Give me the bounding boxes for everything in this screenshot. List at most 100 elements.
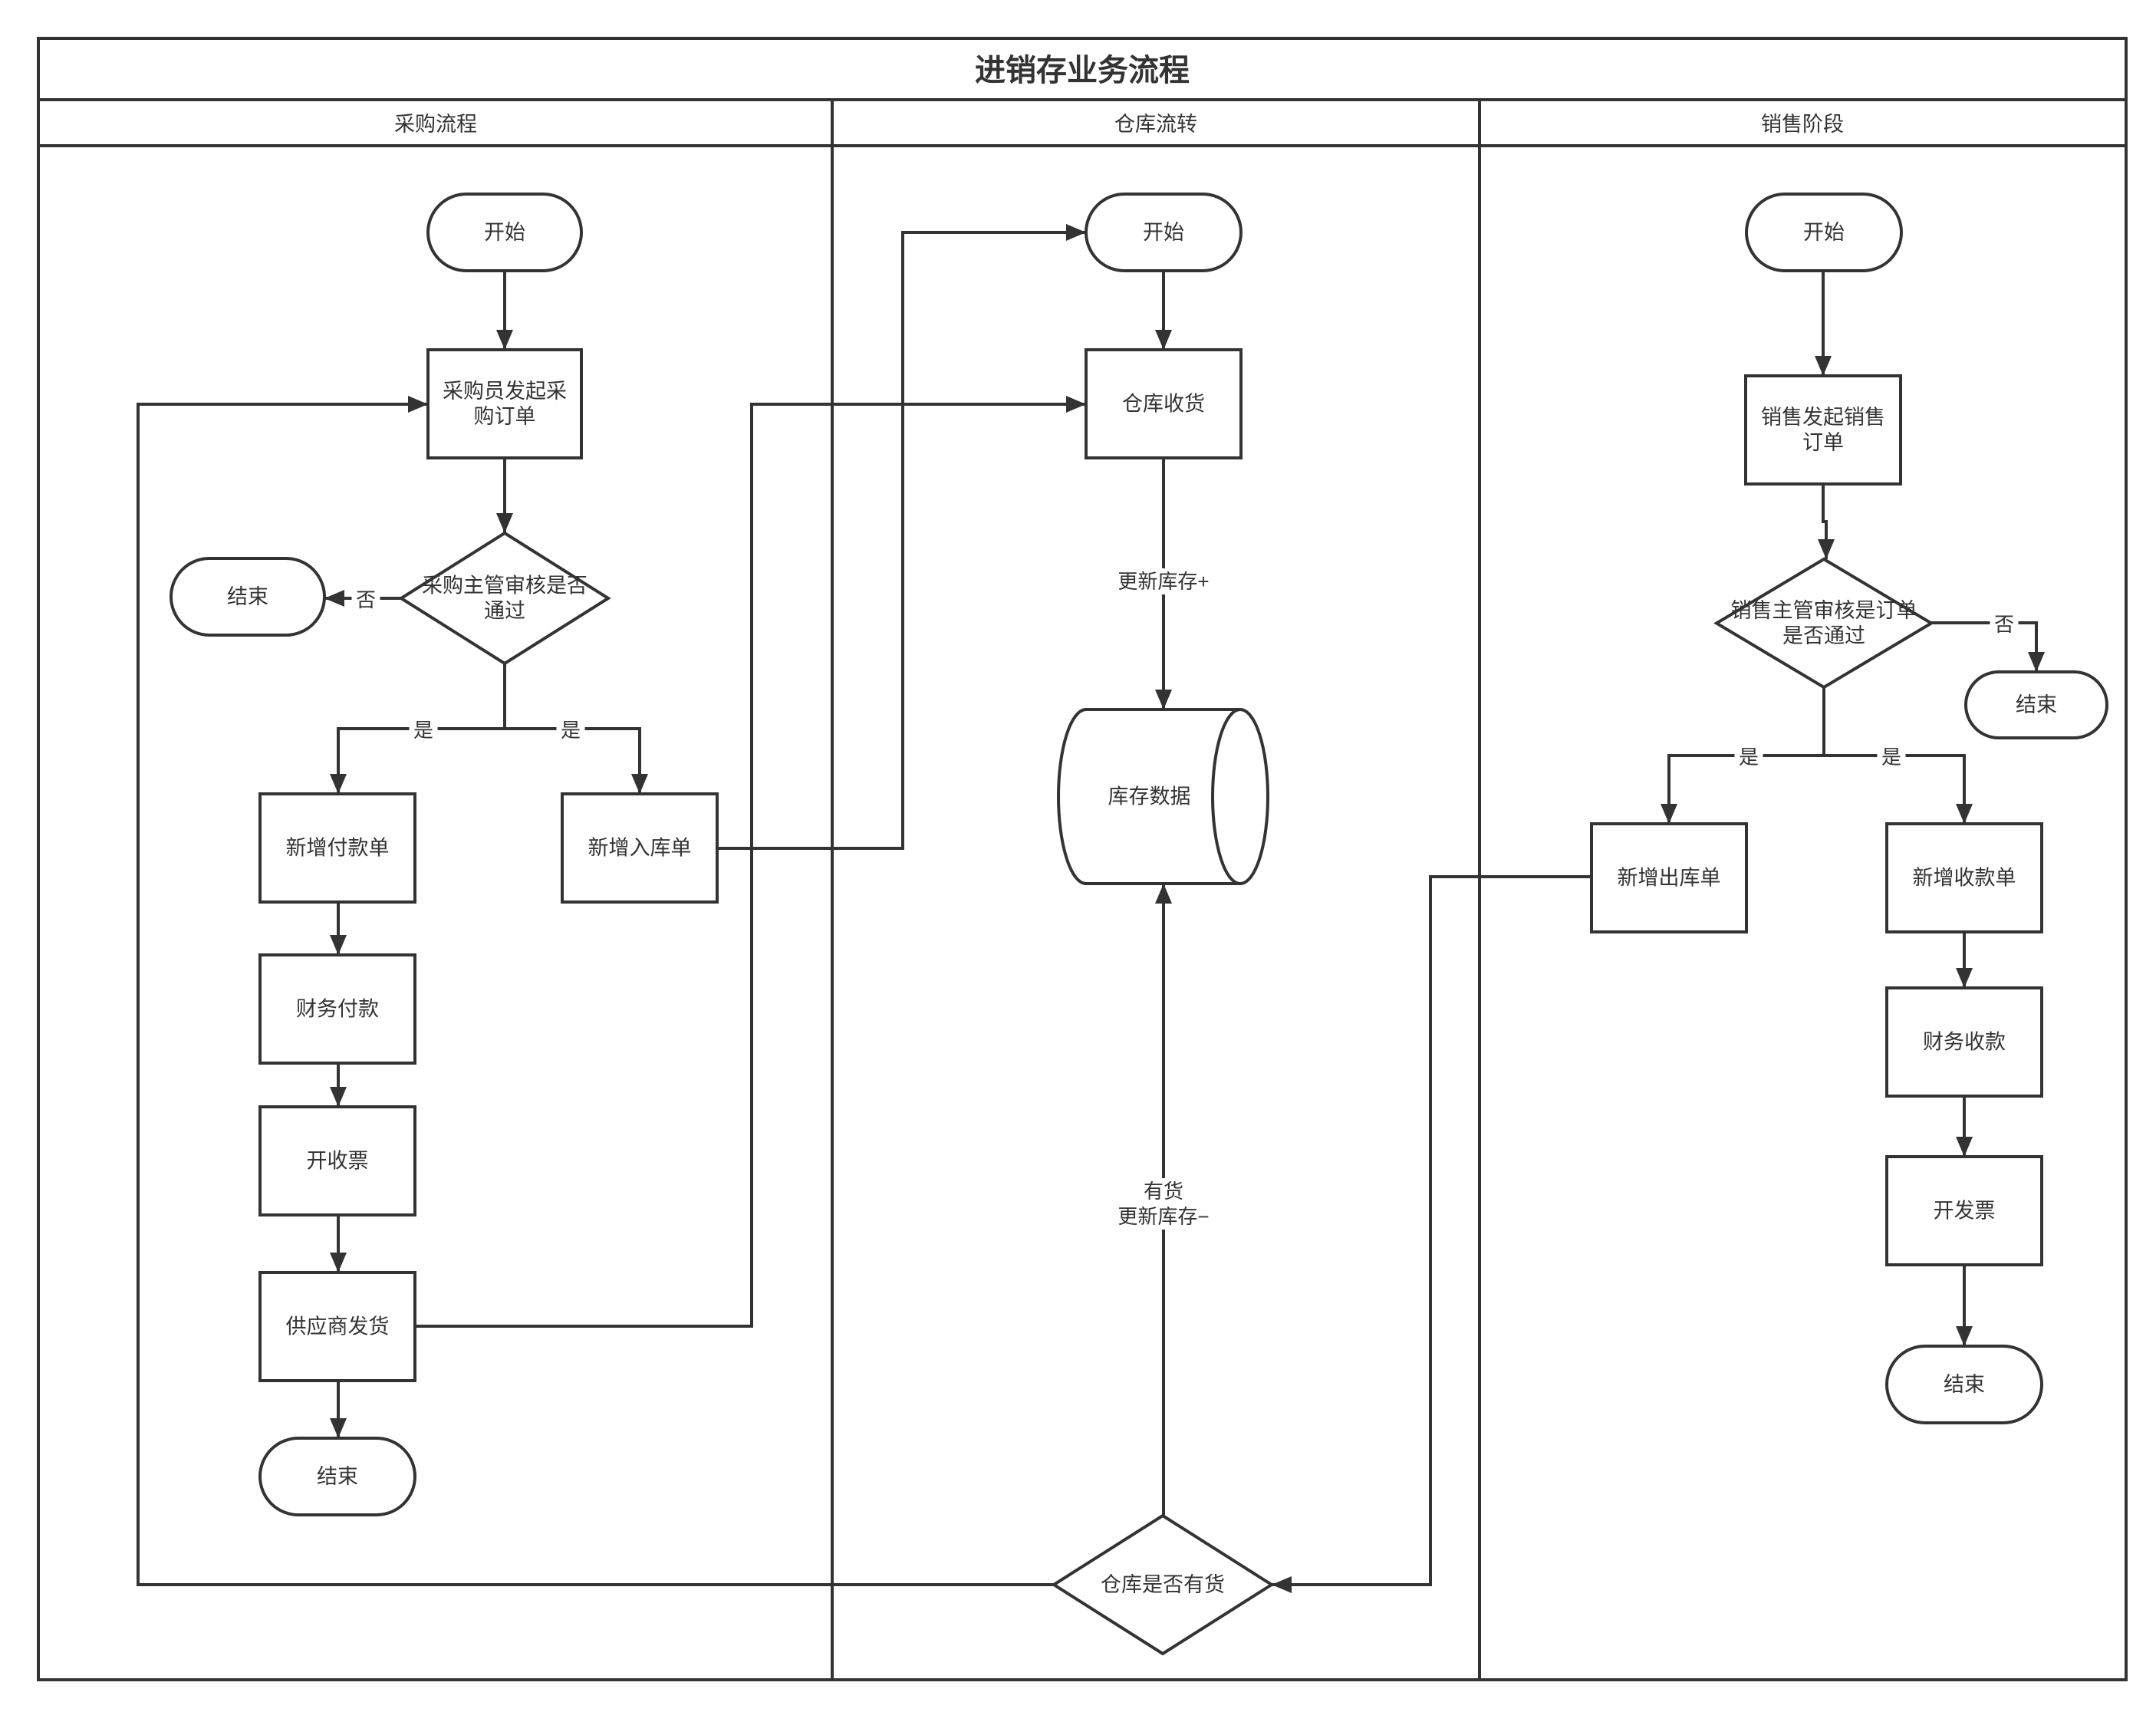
node-shape-terminal xyxy=(258,1437,416,1516)
node-w-check[interactable]: 仓库是否有货 xyxy=(1051,1513,1275,1656)
node-label: 通过 xyxy=(484,600,525,623)
node-label: 新增出库单 xyxy=(1618,867,1721,890)
node-s-finance-collect[interactable]: 财务收款 xyxy=(1885,986,2043,1098)
node-label: 开始 xyxy=(1143,221,1184,244)
edge-label: 有货 xyxy=(1144,1180,1183,1203)
node-p-inbound-bill[interactable]: 新增入库单 xyxy=(561,792,719,904)
arrowhead xyxy=(496,513,513,533)
node-s-outbound[interactable]: 新增出库单 xyxy=(1590,822,1748,933)
node-shape-terminal xyxy=(426,193,583,272)
node-label: 结束 xyxy=(317,1465,358,1488)
node-shape-process xyxy=(258,1271,416,1382)
node-label: 销售发起销售 xyxy=(1761,406,1885,429)
node-shape-process xyxy=(1885,822,2043,933)
arrowhead xyxy=(1956,968,1973,988)
node-label: 供应商发货 xyxy=(286,1315,390,1338)
node-shape-process xyxy=(1590,822,1748,933)
arrowhead xyxy=(1066,224,1086,241)
arrowhead xyxy=(330,1253,347,1272)
node-shape-decision xyxy=(398,531,611,666)
edge-label: 是 xyxy=(1739,746,1759,769)
edge-label-background xyxy=(1877,744,1906,770)
node-label: 销售主管审核是订单 xyxy=(1731,599,1917,622)
node-p-payment-bill[interactable]: 新增付款单 xyxy=(258,792,416,904)
arrowhead xyxy=(1818,539,1835,559)
node-s-start[interactable]: 开始 xyxy=(1745,193,1903,272)
edge-s-review-to-s-end-reject xyxy=(1931,621,2038,672)
node-label: 库存数据 xyxy=(1108,785,1191,808)
arrowhead xyxy=(330,935,347,955)
arrowhead xyxy=(1956,804,1973,824)
edge-w-check-to-p-order xyxy=(137,403,1054,1586)
node-label: 财务收款 xyxy=(1923,1031,2006,1054)
node-p-ship[interactable]: 供应商发货 xyxy=(258,1271,416,1382)
node-label: 新增入库单 xyxy=(588,837,692,860)
node-label: 开始 xyxy=(484,221,525,244)
nodes-layer: 开始采购员发起采购订单采购主管审核是否通过结束新增付款单新增入库单财务付款开收票… xyxy=(170,193,2108,1656)
edge-label-background xyxy=(1734,744,1763,770)
edge-label-background xyxy=(1108,568,1220,594)
edge-label: 是 xyxy=(1881,746,1901,769)
edge-label: 否 xyxy=(1994,613,2014,636)
node-s-end-reject[interactable]: 结束 xyxy=(1964,670,2108,739)
edge-label-background xyxy=(556,717,585,743)
edge-p-ship-to-w-receive xyxy=(415,403,1086,1328)
node-shape-process xyxy=(258,953,416,1065)
arrowhead xyxy=(1815,356,1832,376)
edge-s-outbound-to-w-check xyxy=(1272,875,1591,1586)
node-w-start[interactable]: 开始 xyxy=(1085,193,1243,272)
node-label: 财务付款 xyxy=(296,998,379,1021)
edge-label: 更新库存+ xyxy=(1117,570,1209,593)
edge-label: 是 xyxy=(413,719,433,742)
node-label: 采购主管审核是否 xyxy=(422,575,588,598)
node-label: 采购员发起采 xyxy=(443,380,567,403)
lane-title-sales: 销售阶段 xyxy=(1761,113,1844,136)
node-s-invoice[interactable]: 开发票 xyxy=(1885,1155,2043,1266)
arrowhead xyxy=(1272,1576,1292,1593)
node-p-receipt[interactable]: 开收票 xyxy=(258,1105,416,1217)
edge-label: 更新库存− xyxy=(1117,1205,1209,1228)
edge-label: 是 xyxy=(561,719,581,742)
node-label: 是否通过 xyxy=(1782,624,1865,647)
lane-title-purchase: 采购流程 xyxy=(394,113,477,136)
node-p-end[interactable]: 结束 xyxy=(258,1437,416,1516)
arrowhead xyxy=(1155,884,1172,904)
node-shape-process xyxy=(1885,1155,2043,1266)
lane-title-warehouse: 仓库流转 xyxy=(1114,113,1197,136)
node-shape-process xyxy=(1885,986,2043,1098)
edge-label-background xyxy=(351,587,380,613)
node-w-data[interactable]: 库存数据 xyxy=(1057,708,1269,885)
node-label: 仓库是否有货 xyxy=(1101,1573,1225,1596)
outer-frame xyxy=(37,37,2128,1681)
node-p-start[interactable]: 开始 xyxy=(426,193,583,272)
node-s-collect-bill[interactable]: 新增收款单 xyxy=(1885,822,2043,933)
arrowhead xyxy=(1956,1326,1973,1346)
arrowhead xyxy=(1155,330,1172,350)
node-shape-decision xyxy=(1051,1513,1275,1656)
node-label: 结束 xyxy=(2016,693,2057,716)
node-w-receive[interactable]: 仓库收货 xyxy=(1085,348,1243,459)
edge-label-background xyxy=(1990,611,2019,637)
node-label: 仓库收货 xyxy=(1122,393,1205,416)
node-label: 结束 xyxy=(1944,1373,1985,1396)
node-shape-terminal xyxy=(170,557,326,637)
node-shape-process xyxy=(1744,374,1902,486)
node-label: 购订单 xyxy=(474,405,536,428)
node-shape-terminal xyxy=(1085,193,1243,272)
arrowhead xyxy=(330,1418,347,1438)
arrowhead xyxy=(631,774,648,794)
node-shape-decision xyxy=(1713,557,1934,690)
arrowhead xyxy=(408,396,428,413)
node-p-finance-pay[interactable]: 财务付款 xyxy=(258,953,416,1065)
diagram-title: 进销存业务流程 xyxy=(975,54,1190,87)
node-shape-process xyxy=(258,1105,416,1217)
node-p-end-reject[interactable]: 结束 xyxy=(170,557,326,637)
node-label: 开始 xyxy=(1803,221,1845,244)
node-s-end[interactable]: 结束 xyxy=(1885,1345,2043,1424)
arrowhead xyxy=(1661,804,1677,824)
